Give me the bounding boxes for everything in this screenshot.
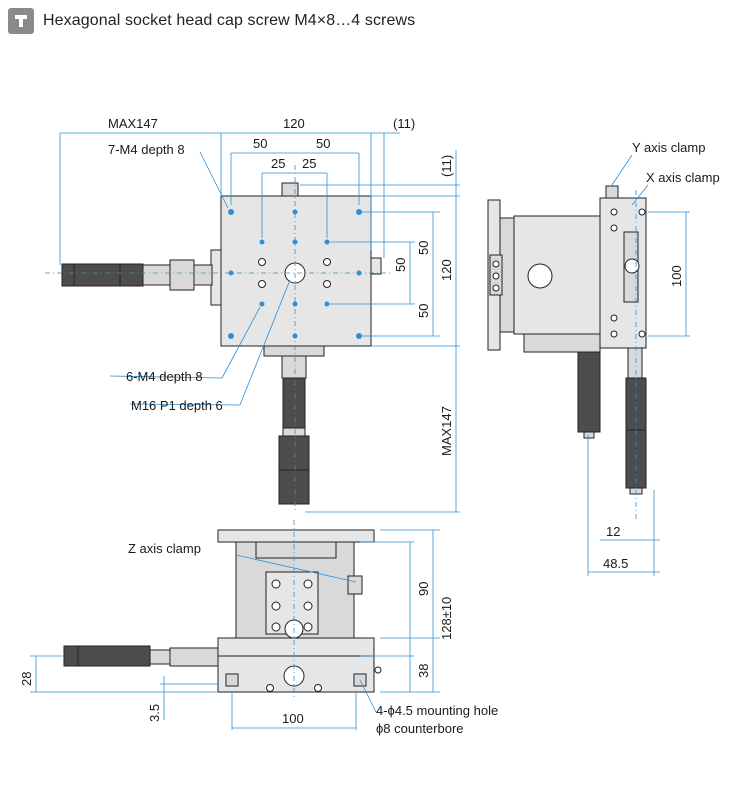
side-micrometer-left[interactable]: [577, 351, 601, 433]
dim-128: 128±10: [439, 597, 454, 640]
dim-50-a: 50: [253, 136, 267, 151]
label-z-clamp: Z axis clamp: [128, 541, 201, 556]
label-6m4: 6-M4 depth 8: [126, 369, 203, 384]
front-view: Z axis clamp 90 128±10 38 28 3.5 100 4-ϕ…: [19, 520, 498, 736]
dim-max147-right: MAX147: [439, 406, 454, 456]
page-title: Hexagonal socket head cap screw M4×8…4 s…: [43, 12, 416, 29]
dim-50-r1: 50: [416, 241, 431, 255]
label-x-clamp: X axis clamp: [646, 170, 720, 185]
dim-max147-top: MAX147: [108, 116, 158, 131]
dim-50-b: 50: [316, 136, 330, 151]
side-stage-body: [599, 197, 647, 349]
label-m16: M16 P1 depth 6: [131, 398, 223, 413]
dim-3-5: 3.5: [147, 704, 162, 722]
front-micrometer[interactable]: [63, 645, 151, 667]
side-view: Y axis clamp X axis clamp 100 12 48.5: [487, 140, 720, 576]
dim-11-right: (11): [439, 155, 454, 177]
dim-50-inner: 50: [393, 258, 408, 272]
dim-11-top: (11): [393, 116, 415, 131]
top-view: MAX147 120 (11) 50 50 25 25 7-M4 depth 8…: [45, 116, 460, 513]
dim-28: 28: [19, 672, 34, 686]
label-y-clamp: Y axis clamp: [632, 140, 705, 155]
label-7m4: 7-M4 depth 8: [108, 142, 185, 157]
dim-12: 12: [606, 524, 620, 539]
dim-90: 90: [416, 582, 431, 596]
dim-38: 38: [416, 664, 431, 678]
screw-icon: [8, 8, 34, 34]
x-micrometer[interactable]: [61, 263, 144, 287]
dim-48-5: 48.5: [603, 556, 628, 571]
dim-100-side: 100: [669, 265, 684, 287]
dim-25-b: 25: [302, 156, 316, 171]
y-micrometer[interactable]: [282, 377, 306, 429]
dim-50-r2: 50: [416, 304, 431, 318]
dim-120-right: 120: [439, 259, 454, 281]
page-header: Hexagonal socket head cap screw M4×8…4 s…: [8, 8, 415, 34]
label-mount-hole: 4-ϕ4.5 mounting hole: [376, 703, 498, 718]
dim-25-a: 25: [271, 156, 285, 171]
front-top-plate: [217, 529, 375, 543]
label-counterbore: ϕ8 counterbore: [376, 721, 464, 736]
dim-120-top: 120: [283, 116, 305, 131]
dim-100-front: 100: [282, 711, 304, 726]
